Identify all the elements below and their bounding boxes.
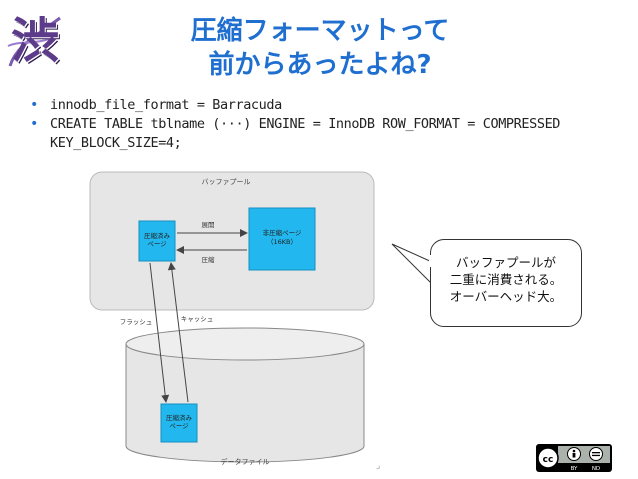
flush-label: フラッシュ [120,318,153,326]
buffer-pool-label: バッファプール [202,178,251,186]
flush-arrow [149,262,170,403]
compressed-page-bottom-label-1: 圧縮済み [166,413,193,422]
bullet-text-file-format: innodb_file_format = Barracuda [50,97,282,113]
compressed-page-bottom-label-2: ページ [169,422,189,430]
bullet-dot: • [30,97,39,113]
cache-arrow [167,262,189,403]
page-mark: ⌟ [376,461,381,471]
cc-text: cc [543,455,554,465]
logo-character: 渋 [10,13,59,69]
compressed-page-bottom [160,403,198,443]
uncompressed-page-label-1: 非圧縮ページ [263,228,302,237]
by-label: BY [571,466,578,472]
cache-label: キャッシュ [181,315,214,323]
logo-swirl [7,16,61,67]
bullet-text-create-table: CREATE TABLE tblname (···) ENGINE = Inno… [50,116,561,151]
compressed-page-top [138,220,176,262]
logo: 渋 [6,6,64,76]
title-line-2: 前からあったよね? [208,50,432,80]
datafile-cylinder-top [125,327,365,361]
expand-arrow-label: 展開 [202,221,215,229]
compressed-page-top-label-2: ページ [147,240,167,248]
bullet-dot: • [30,116,39,132]
title-line-1: 圧縮フォーマットって [190,16,450,46]
buffer-pool-box [89,171,375,311]
uncompressed-page-label-2: （16KB） [267,238,297,246]
bullet-item: • CREATE TABLE tblname (···) ENGINE = In… [28,115,618,153]
bullet-item: • innodb_file_format = Barracuda [28,96,618,115]
bullet-list: • innodb_file_format = Barracuda • CREAT… [28,96,618,153]
callout-pointer [391,243,433,285]
uncompressed-page [248,207,316,271]
callout-line-2: 二重に消費される。 [449,272,563,287]
cc-icon [537,447,559,469]
callout-pointer-mask [429,255,433,267]
compressed-page-top-label-1: 圧縮済み [144,231,171,240]
compress-arrow-label: 圧縮 [202,255,216,264]
callout-bubble: バッファプールが 二重に消費される。 オーバーヘッド大。 [430,239,582,327]
nd-icon [589,447,603,461]
datafile-label: データファイル [221,457,270,466]
callout-line-3: オーバーヘッド大。 [449,289,563,304]
slide-title: 圧縮フォーマットって 前からあったよね? [100,14,540,82]
callout-line-1: バッファプールが [455,255,556,270]
cc-license-badge: cc BY ND [536,444,612,472]
nd-label: ND [592,466,600,472]
